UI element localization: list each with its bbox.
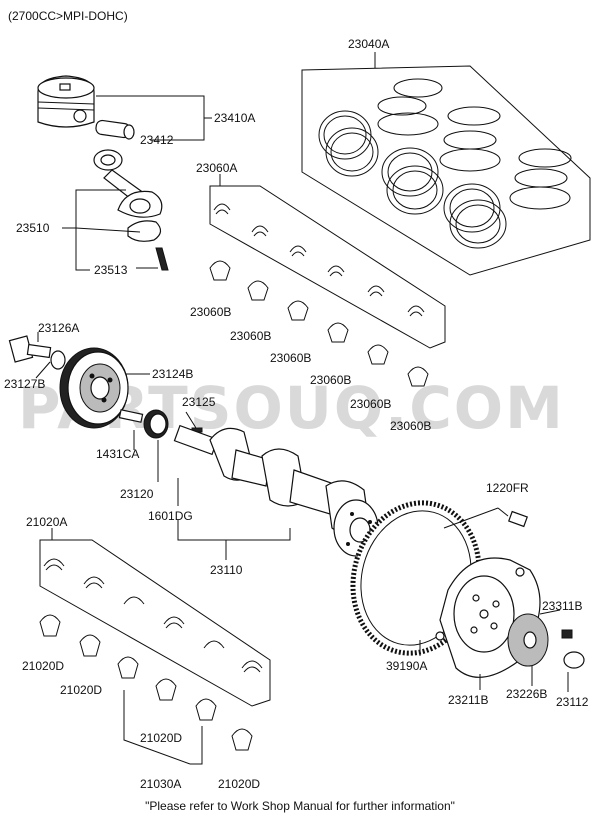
label-23410A[interactable]: 23410A: [214, 111, 255, 125]
ring-set-box: [301, 65, 591, 276]
connecting-rod-illustration: [93, 149, 169, 271]
label-39190A[interactable]: 39190A: [386, 659, 427, 673]
label-23311B[interactable]: 23311B: [542, 599, 582, 613]
label-23120[interactable]: 23120: [120, 487, 154, 501]
label-23110[interactable]: 23110: [210, 563, 243, 577]
rod-bearing-lower-shells: [209, 260, 429, 387]
main-bearing-box: [39, 539, 271, 707]
crankshaft-illustration: [173, 424, 379, 557]
piston-rings-illustration: [318, 78, 572, 249]
rod-bearing-shells: [213, 203, 425, 317]
label-21020A[interactable]: 21020A: [26, 515, 67, 529]
label-23112[interactable]: 23112: [556, 695, 589, 709]
label-23060B-3[interactable]: 23060B: [270, 351, 311, 365]
engine-spec-title: (2700CC>MPI-DOHC): [8, 9, 128, 23]
piston-ring-set-group[interactable]: 23040A: [301, 37, 591, 276]
label-23060B-6[interactable]: 23060B: [390, 419, 431, 433]
drive-plate-group[interactable]: 1220FR 39190A 23211B 23226B 23311B 23112: [336, 481, 589, 709]
piston-group[interactable]: 23410A 23412: [37, 75, 255, 147]
piston-illustration: [37, 75, 95, 128]
rod-bearing-box: [209, 185, 446, 349]
label-21020D-3[interactable]: 21020D: [140, 731, 182, 745]
connecting-rod-group[interactable]: 23510 23513: [16, 149, 169, 277]
label-23127B[interactable]: 23127B: [4, 377, 45, 391]
sprocket-illustration: [118, 409, 203, 439]
main-bearing-group[interactable]: 21020A 21020D 21020D 21020D 21020D 21030…: [22, 515, 271, 791]
label-23124B[interactable]: 23124B: [152, 367, 193, 381]
label-23060B-1[interactable]: 23060B: [190, 305, 231, 319]
label-21030A[interactable]: 21030A: [140, 777, 181, 791]
label-1220FR[interactable]: 1220FR: [486, 481, 529, 495]
sprocket-group[interactable]: 23125 1431CA 23120: [96, 395, 216, 501]
label-1431CA[interactable]: 1431CA: [96, 447, 139, 461]
crankshaft-group[interactable]: 1601DG 23110: [148, 424, 379, 577]
damper-pulley-illustration: [59, 347, 129, 429]
rod-bearing-group[interactable]: 23060A 23060B 23060B 23060B 23060B 23060…: [190, 161, 446, 433]
label-23211B[interactable]: 23211B: [448, 693, 488, 707]
damper-pulley-group[interactable]: 23126A 23127B 23124B: [4, 321, 193, 429]
label-23060B-5[interactable]: 23060B: [350, 397, 391, 411]
label-23060B-4[interactable]: 23060B: [310, 373, 351, 387]
footer-note: "Please refer to Work Shop Manual for fu…: [145, 799, 455, 813]
label-23226B[interactable]: 23226B: [506, 687, 547, 701]
crank-bolt-illustration: [8, 335, 66, 370]
adapter-plate-illustration: [507, 613, 549, 667]
piston-pin-illustration: [95, 119, 135, 140]
label-21020D-2[interactable]: 21020D: [60, 683, 102, 697]
label-23126A[interactable]: 23126A: [38, 321, 79, 335]
label-23510[interactable]: 23510: [16, 221, 50, 235]
bolts-illustration: [508, 510, 585, 669]
label-21020D-4[interactable]: 21020D: [218, 777, 260, 791]
label-23513[interactable]: 23513: [94, 263, 128, 277]
label-21020D-1[interactable]: 21020D: [22, 659, 64, 673]
label-23040A[interactable]: 23040A: [348, 37, 389, 51]
label-23060B-2[interactable]: 23060B: [230, 329, 271, 343]
label-23125[interactable]: 23125: [182, 395, 216, 409]
label-1601DG[interactable]: 1601DG: [148, 509, 193, 523]
label-23412[interactable]: 23412: [140, 133, 174, 147]
main-bearing-upper-shells: [43, 558, 263, 673]
main-bearing-lower-shells: [39, 614, 253, 751]
label-23060A[interactable]: 23060A: [196, 161, 237, 175]
